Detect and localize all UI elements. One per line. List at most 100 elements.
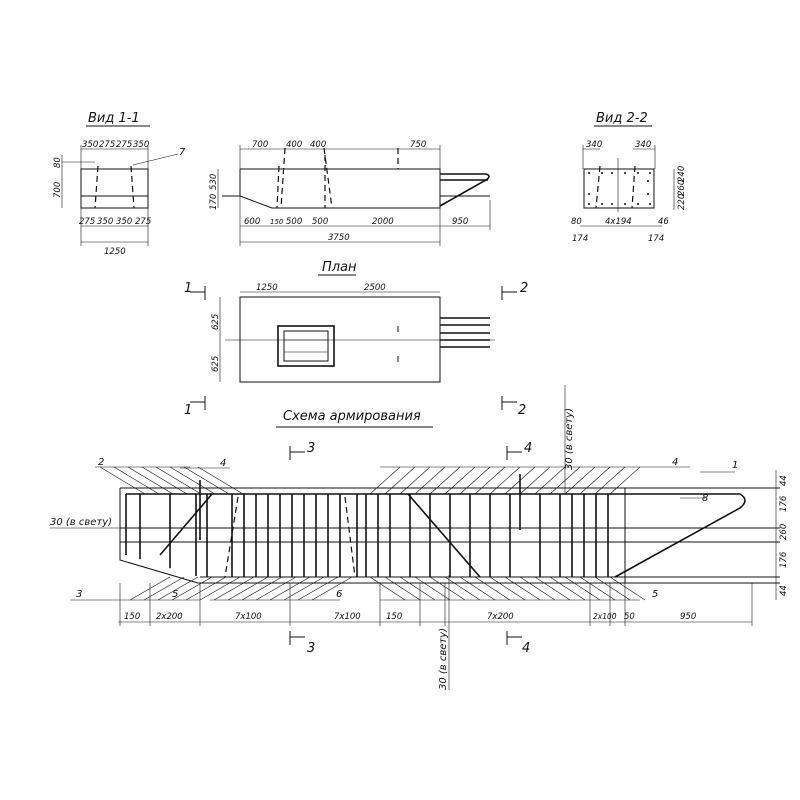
dim: 500: [286, 217, 302, 227]
dim: 350: [116, 217, 132, 227]
leader-hatch: [474, 466, 506, 495]
leader-hatch: [564, 466, 596, 495]
dim: 80: [53, 157, 63, 168]
leader-hatch: [444, 466, 476, 495]
dim: 275: [116, 140, 132, 150]
dim: 400: [286, 140, 302, 150]
dim: 625: [211, 356, 221, 372]
leader-hatch: [399, 576, 436, 601]
leader-hatch: [414, 576, 451, 601]
dim: 700: [252, 140, 268, 150]
callout: 7: [179, 147, 186, 158]
view-2-2-title: Вид 2-2: [596, 111, 648, 126]
dim: 174: [648, 234, 664, 244]
leader-hatch: [227, 576, 269, 601]
section-mark-3-bottom: 3: [289, 631, 315, 656]
plan-view: План 1250 2500 625 625 1 1 2 2: [184, 260, 528, 418]
dim: 7x100: [334, 612, 361, 622]
leader-hatch: [171, 576, 213, 601]
section-mark-3-top: 3: [289, 441, 315, 460]
leader-hatch: [197, 466, 244, 495]
callout: 1: [732, 460, 738, 471]
dim: 950: [680, 612, 696, 622]
dim: 50: [624, 612, 635, 622]
section-mark-4-top: 4: [506, 441, 532, 460]
view-1-1: Вид 1-1 350 275 275 350 275 350 350 275 …: [53, 111, 186, 257]
callout: 2: [98, 457, 104, 468]
dim: 500: [312, 217, 328, 227]
leader-hatch: [429, 466, 461, 495]
leader-hatch: [459, 466, 491, 495]
leader-hatch: [185, 576, 227, 601]
dim: 150: [386, 612, 402, 622]
callout: 8: [702, 493, 708, 504]
dim: 275: [99, 140, 115, 150]
dim: 80: [571, 217, 582, 227]
leader-hatch: [429, 576, 466, 601]
callout: 4: [672, 457, 678, 468]
dim: 7x200: [487, 612, 514, 622]
dim: 240: [677, 166, 687, 182]
clear-cover-top: 30 (в свету): [564, 408, 575, 470]
dim: 275: [79, 217, 95, 227]
leader-hatch: [384, 466, 416, 495]
leader-hatch: [255, 576, 297, 601]
leader-hatch: [157, 576, 199, 601]
section-mark-4-bottom: 4: [506, 631, 530, 656]
leader-hatch: [141, 466, 188, 495]
dim: 350: [97, 217, 113, 227]
leader-hatch: [113, 466, 160, 495]
dim: 400: [310, 140, 326, 150]
dim: 2x200: [156, 612, 183, 622]
clear-cover-bottom: 30 (в свету): [438, 628, 449, 690]
leader-hatch: [534, 466, 566, 495]
dim: 1250: [256, 283, 278, 293]
section-label: 4: [522, 641, 530, 656]
leader-hatch: [609, 576, 646, 601]
dim: 700: [53, 182, 63, 198]
leader-hatch: [519, 466, 551, 495]
section-mark-1-top: 1: [184, 281, 206, 300]
dim: 174: [572, 234, 588, 244]
dim: 600: [244, 217, 260, 227]
leader-hatch: [369, 576, 406, 601]
reinforcement-scheme: Схема армирования 2 4 4: [50, 385, 789, 690]
section-label: 3: [307, 441, 315, 456]
leader-hatch: [297, 576, 339, 601]
leader-hatch: [594, 576, 631, 601]
section-label: 4: [524, 441, 532, 456]
plan-title: План: [322, 260, 357, 275]
dim: 220: [677, 194, 687, 210]
leader-hatch: [594, 466, 626, 495]
leader-hatch: [311, 576, 353, 601]
section-label: 2: [520, 281, 528, 296]
leader-hatch: [534, 576, 571, 601]
callout: 4: [220, 458, 226, 469]
leader-hatch: [155, 466, 202, 495]
leader-hatch: [609, 466, 641, 495]
leader-hatch: [564, 576, 601, 601]
leader-hatch: [504, 576, 541, 601]
leader-hatch: [519, 576, 556, 601]
dim: 44: [779, 475, 789, 486]
leader-hatch: [369, 466, 401, 495]
dim: 625: [211, 314, 221, 330]
section-mark-1-bottom: 1: [184, 396, 206, 418]
dim: 340: [635, 140, 651, 150]
leader-hatch: [199, 576, 241, 601]
leader-hatch: [414, 466, 446, 495]
callout: 6: [336, 589, 342, 600]
dim-total: 1250: [104, 247, 126, 257]
leader-hatch: [213, 576, 255, 601]
callout: 5: [652, 589, 658, 600]
clear-cover-left: 30 (в свету): [50, 517, 112, 528]
scheme-title: Схема армирования: [283, 409, 421, 424]
leader-hatch: [474, 576, 511, 601]
leader-hatch: [504, 466, 536, 495]
view-1-1-title: Вид 1-1: [88, 111, 140, 126]
leader-hatch: [183, 466, 230, 495]
leader-hatch: [444, 576, 481, 601]
dim: 176: [779, 551, 789, 568]
